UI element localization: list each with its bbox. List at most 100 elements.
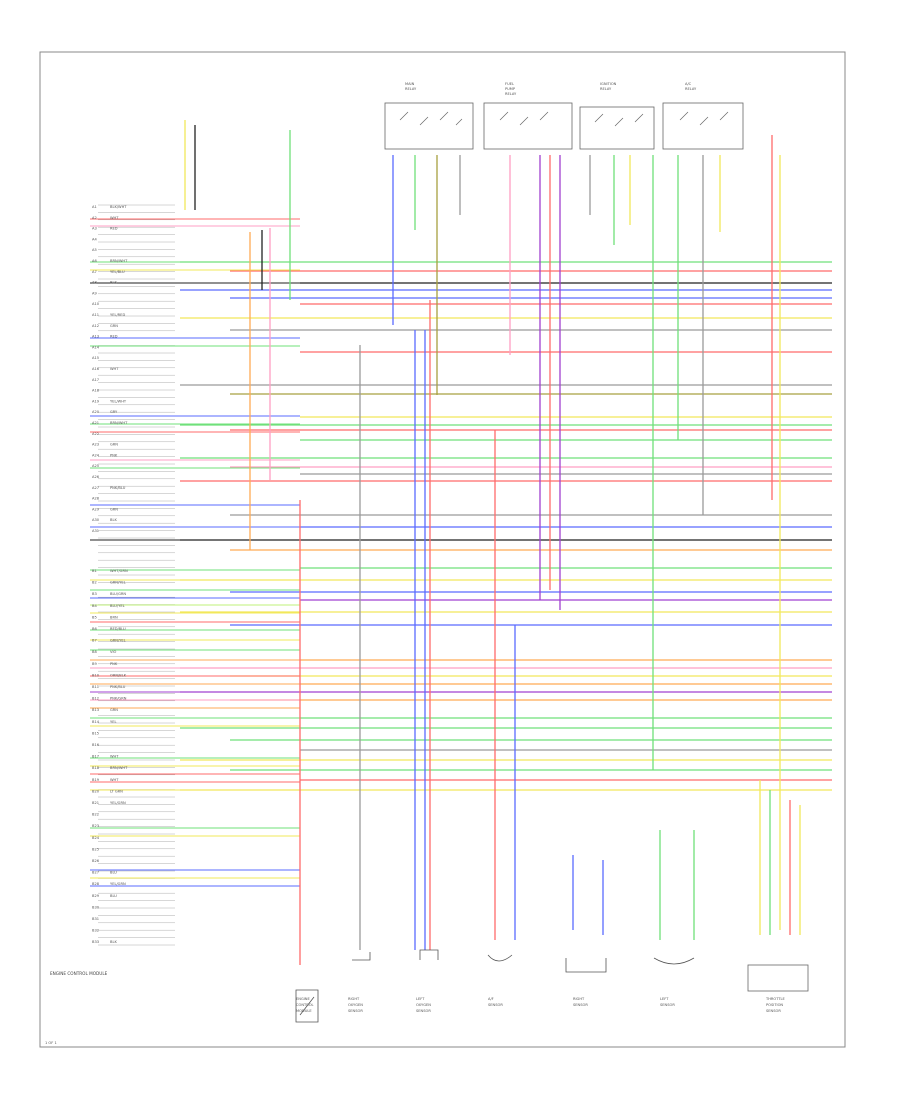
ecm-pin-id: A8 (92, 281, 97, 285)
ecm-pin-id: B26 (92, 859, 100, 863)
ecm-pin-id: B17 (92, 755, 99, 759)
ecm-pin-wire: RED (110, 227, 118, 231)
ecm-pin-wire: YEL/WHT (110, 399, 127, 403)
relay-label: RELAY (405, 87, 417, 91)
ecm-pin-id: B1 (92, 569, 97, 573)
ecm-pin-wire: BRN (110, 615, 118, 619)
ecm-pin-wire: WHT (110, 755, 119, 759)
ecm-pin-id: A27 (92, 486, 99, 490)
ecm-pin-id: A1 (92, 205, 97, 209)
ecm-pin-wire: BLU (110, 871, 117, 875)
relay-label: FUEL (505, 82, 514, 86)
sensor-box-7 (747, 964, 809, 992)
sensor-group (295, 949, 809, 1023)
ecm-pin-id: B24 (92, 836, 100, 840)
ecm-pin-id: A30 (92, 518, 100, 522)
sensor-symbol-2 (352, 952, 371, 961)
ecm-pin-wire: BRN/WHT (110, 421, 128, 425)
ecm-pin-id: A23 (92, 443, 99, 447)
wire-layer (90, 120, 832, 965)
ecm-pin-id: B6 (92, 627, 97, 631)
ecm-pin-id: B15 (92, 731, 99, 735)
ecm-pin-wire: PNK (110, 662, 118, 666)
ecm-pin-id: B2 (92, 581, 97, 585)
sensor-label: SENSOR (573, 1003, 588, 1007)
ecm-pin-wire: WHT (110, 216, 119, 220)
ecm-pin-wire: BLU (110, 894, 117, 898)
ecm-pin-id: B32 (92, 929, 99, 933)
sensor-label: ENGINE (296, 997, 310, 1001)
ecm-pin-id: B9 (92, 662, 97, 666)
sensor-symbol-3 (419, 949, 439, 960)
ecm-pin-id: A17 (92, 378, 99, 382)
ecm-pin-id: A18 (92, 389, 100, 393)
relay-label: IGNITION (600, 82, 617, 86)
ecm-pin-wire: ORN/BLK (110, 673, 127, 677)
sensor-label: SENSOR (348, 1009, 363, 1013)
ecm-pin-wire: GRN (110, 507, 118, 511)
relay-box-2 (483, 102, 573, 150)
ecm-pin-wire: RED (110, 335, 118, 339)
sensor-label: RIGHT (348, 997, 360, 1001)
sensor-label: THROTTLE (765, 997, 786, 1001)
ecm-pin-wire: GRN (110, 324, 118, 328)
ecm-pin-id: A2 (92, 216, 97, 220)
ecm-pin-wire: WHT/GRN (110, 569, 128, 573)
ecm-pin-wire: WHT (110, 367, 119, 371)
ecm-pin-id: A19 (92, 399, 100, 403)
relay-label: RELAY (600, 87, 612, 91)
ecm-pin-wire: BRN/WHT (110, 766, 128, 770)
sensor-symbol-5 (565, 958, 607, 973)
ecm-pin-id: A7 (92, 270, 97, 274)
ecm-pin-id: A16 (92, 367, 100, 371)
ecm-pin-id: A26 (92, 475, 100, 479)
ecm-pin-wire: GRN (110, 708, 118, 712)
relay-box-3 (579, 106, 655, 150)
ecm-pin-wire: WHT (110, 778, 119, 782)
sensor-label: SENSOR (660, 1003, 675, 1007)
relay-label: RELAY (505, 92, 517, 96)
ecm-pin-id: B29 (92, 894, 100, 898)
ecm-pin-id: B22 (92, 813, 99, 817)
ecm-pin-id: B19 (92, 778, 100, 782)
ecm-pin-id: B23 (92, 824, 99, 828)
ecm-pin-wire: PNK (110, 453, 118, 457)
ecm-pin-wire: BLU/GRN (110, 592, 126, 596)
relay-switch-3 (594, 113, 644, 127)
ecm-pin-id: B18 (92, 766, 100, 770)
ecm-pin-id: B3 (92, 592, 97, 596)
sensor-label: SENSOR (766, 1009, 781, 1013)
ecm-pin-wire: GRN/YEL (110, 581, 126, 585)
ecm-pin-id: B16 (92, 743, 100, 747)
ecm-pin-wire: BLK/WHT (110, 205, 127, 209)
ecm-pin-id: B20 (92, 789, 100, 793)
ecm-pin-id: A10 (92, 302, 100, 306)
sensor-label: A/F (488, 997, 494, 1001)
ecm-pin-wire: YEL/BLU (110, 270, 125, 274)
ecm-pin-id: B5 (92, 615, 97, 619)
ecm-pin-wire: YEL (110, 720, 116, 724)
sensor-symbol-1 (295, 989, 319, 1023)
ecm-pin-id: A11 (92, 313, 99, 317)
ecm-pin-id: A24 (92, 453, 100, 457)
ecm-pin-wire: YEL/GRN (110, 882, 126, 886)
ecm-pin-id: B21 (92, 801, 99, 805)
ecm-pin-wire: YEL/RED (110, 313, 125, 317)
sensor-label: SENSOR (416, 1009, 431, 1013)
ecm-pin-id: B11 (92, 685, 99, 689)
ecm-pin-id: A29 (92, 507, 100, 511)
relay-label: MAIN (405, 82, 415, 86)
ecm-pin-id: B31 (92, 917, 99, 921)
ecm-pin-wire: YEL/GRN (110, 801, 126, 805)
ecm-pin-wire: LT GRN (110, 789, 123, 793)
ecm-pin-id: A28 (92, 497, 100, 501)
ecm-pin-id: B27 (92, 871, 99, 875)
sensor-label: LEFT (660, 997, 669, 1001)
sensor-label: CONTROL (296, 1003, 314, 1007)
ecm-pin-wire: BLK (110, 281, 117, 285)
relay-label: A/C (685, 82, 692, 86)
relay-label: PUMP (505, 87, 516, 91)
sensor-symbol-4 (487, 954, 513, 962)
